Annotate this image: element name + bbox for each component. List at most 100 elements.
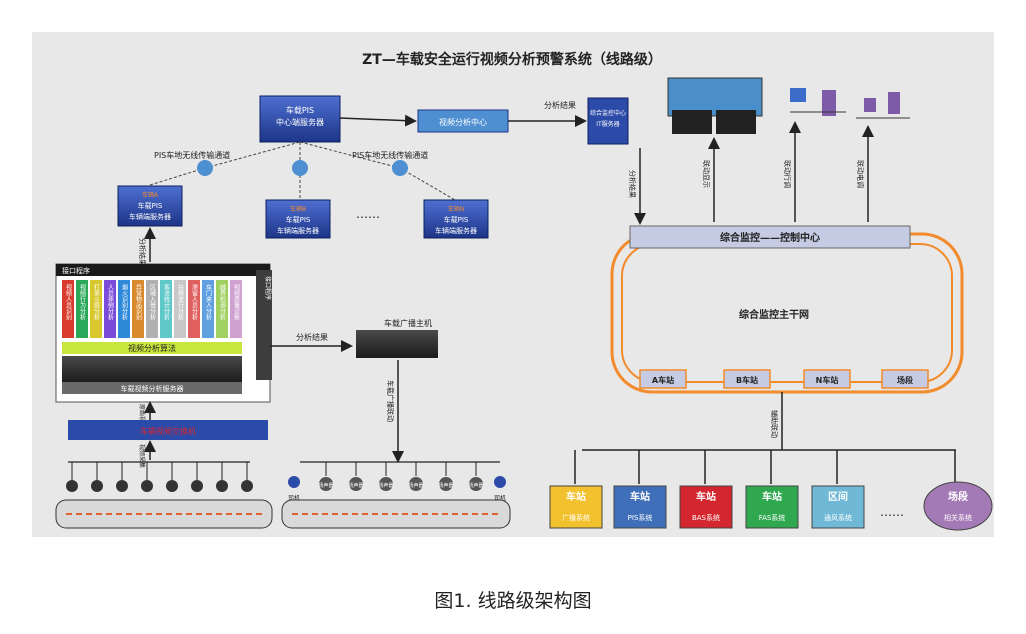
subsystem-bottom: PIS系统 bbox=[628, 513, 653, 522]
train-left bbox=[55, 499, 273, 529]
dispatch-workstation bbox=[790, 88, 846, 116]
video-analysis-center: 视频分析中心 bbox=[417, 109, 509, 133]
diagram-canvas: ZT—车载安全运行视频分析预警系统（线路级） 车载PIS 中心端服务器 视频分析… bbox=[32, 32, 994, 537]
algo-column: 视频质量诊断 bbox=[230, 280, 242, 338]
subsystem-top: 车站 bbox=[696, 490, 716, 503]
power-workstation bbox=[856, 92, 910, 119]
subsystem-ellipsis: …… bbox=[880, 505, 904, 519]
integrated-server-line1: 综合监控中心 bbox=[590, 109, 626, 117]
driver-left: 司机 bbox=[288, 476, 300, 502]
algo-column: 视频行为分析 bbox=[76, 280, 88, 338]
integrated-server-line2: IT服务器 bbox=[596, 120, 619, 128]
integrated-it-server: 综合监控中心 IT服务器 bbox=[587, 97, 629, 145]
svg-text:车辆端服务器: 车辆端服务器 bbox=[435, 226, 477, 235]
algo-column-label: 视频行为分析 bbox=[79, 283, 86, 321]
label-linkage-power: 联动电调 bbox=[856, 160, 865, 188]
speaker: 扬声器 bbox=[408, 462, 424, 491]
camera-icon bbox=[241, 480, 253, 492]
algo-column: 烟火识别分析 bbox=[118, 280, 130, 338]
speaker: 扬声器 bbox=[438, 462, 454, 491]
label-broadcast-analysis: 分析结果 bbox=[296, 332, 328, 342]
station-label: N车站 bbox=[816, 375, 839, 385]
algo-column-label: 滞留人员分析 bbox=[191, 283, 198, 321]
label-aux-linkage: 辅助联动 bbox=[770, 410, 779, 438]
backbone-label: 综合监控主干网 bbox=[739, 308, 809, 321]
svg-text:车辆端服务器: 车辆端服务器 bbox=[277, 226, 319, 235]
algo-column-label: 视频人员识别 bbox=[65, 283, 72, 321]
speaker-label: 扬声器 bbox=[468, 482, 483, 489]
algo-column-label: 视频质量诊断 bbox=[233, 283, 240, 321]
camera-icon bbox=[66, 480, 78, 492]
svg-text:司机: 司机 bbox=[494, 494, 506, 502]
train-b-server: 车辆B 车载PIS 车辆端服务器 bbox=[265, 199, 331, 239]
label-vehicle-analysis: 分析结果 bbox=[138, 238, 147, 266]
algo-column-label: 客流统计分析 bbox=[163, 283, 170, 321]
label-broadcast-main: 车载广播主机 bbox=[384, 318, 432, 328]
label-wireless-left: PIS车地无线传输通道 bbox=[154, 150, 230, 160]
subsystem-top: 车站 bbox=[762, 490, 782, 503]
station-label: B车站 bbox=[736, 375, 758, 385]
algo-column: 车门夹人分析 bbox=[202, 280, 214, 338]
speaker-label: 扬声器 bbox=[438, 482, 453, 489]
speaker-bus: 扬声器 扬声器 扬声器 扬声器 扬声器 扬声器 司机 司机 bbox=[288, 461, 506, 502]
label-broadcast-linkage: 车载广播联动 bbox=[386, 380, 395, 422]
subsystem-bottom: FAS系统 bbox=[759, 513, 786, 522]
diagram-title: ZT—车载安全运行视频分析预警系统（线路级） bbox=[362, 51, 662, 68]
figure-caption: 图1. 线路级架构图 bbox=[434, 590, 592, 612]
center-server-line1: 车载PIS bbox=[286, 105, 314, 115]
train-ellipsis: …… bbox=[356, 207, 380, 221]
subsystem-box: 车站 PIS系统 bbox=[613, 450, 667, 529]
label-video-algo: 视频分析算法 bbox=[128, 343, 176, 353]
algo-column-label: 打架斗殴分析 bbox=[93, 283, 100, 321]
vehicle-video-server-block: 接口程序 接口程序 视频人员识别视频行为分析打架斗殴分析人员摔倒分析烟火识别分析… bbox=[55, 263, 272, 403]
label-wireless-right: PIS车地无线传输通道 bbox=[352, 150, 428, 160]
train-a-server: 车辆A 车载PIS 车辆端服务器 bbox=[117, 185, 183, 227]
subsystem-top: 场段 bbox=[948, 490, 968, 503]
algo-column-label: 越界检测分析 bbox=[219, 283, 226, 321]
wireless-channels bbox=[149, 141, 456, 201]
algo-column: 扶梯逆行分析 bbox=[174, 280, 186, 338]
algo-column-label: 人员摔倒分析 bbox=[107, 284, 114, 321]
speaker-label: 扬声器 bbox=[408, 482, 423, 489]
subsystem-top: 区间 bbox=[828, 490, 848, 503]
algo-columns: 视频人员识别视频行为分析打架斗殴分析人员摔倒分析烟火识别分析异常物品识别区域入侵… bbox=[62, 280, 242, 338]
speaker: 扬声器 bbox=[318, 462, 334, 491]
label-raw-video: 原始视频 bbox=[138, 404, 146, 428]
speaker-label: 扬声器 bbox=[318, 482, 333, 489]
speaker-label: 扬声器 bbox=[348, 482, 363, 489]
speaker: 扬声器 bbox=[468, 462, 484, 491]
subsystem-bottom: 通风系统 bbox=[824, 513, 852, 522]
label-switch: 车辆视频交换机 bbox=[140, 426, 196, 436]
speaker: 扬声器 bbox=[378, 462, 394, 491]
svg-text:车载PIS: 车载PIS bbox=[138, 201, 163, 210]
camera-icon bbox=[166, 480, 178, 492]
driver-right: 司机 bbox=[494, 476, 506, 502]
control-center-label: 综合监控——控制中心 bbox=[720, 231, 820, 244]
svg-text:车载PIS: 车载PIS bbox=[286, 215, 311, 224]
svg-text:车辆N: 车辆N bbox=[448, 205, 465, 213]
algo-column: 打架斗殴分析 bbox=[90, 280, 102, 338]
label-linkage-dispatch: 联动行调 bbox=[783, 160, 792, 188]
svg-text:车辆端服务器: 车辆端服务器 bbox=[129, 212, 171, 221]
vehicle-switch: 车辆视频交换机 bbox=[68, 420, 268, 440]
broadcast-host: 车载广播主机 bbox=[356, 318, 438, 358]
train-n-server: 车辆N 车载PIS 车辆端服务器 bbox=[423, 199, 489, 239]
algo-column-label: 异常物品识别 bbox=[135, 284, 142, 321]
algo-column: 客流统计分析 bbox=[160, 280, 172, 338]
camera-icon bbox=[141, 480, 153, 492]
label-interface-program: 接口程序 bbox=[62, 266, 90, 275]
subsystem-top: 车站 bbox=[630, 490, 650, 503]
svg-text:司机: 司机 bbox=[288, 494, 300, 502]
station-box: N车站 bbox=[803, 369, 851, 389]
label-interface-right: 接口程序 bbox=[264, 276, 272, 300]
svg-text:车辆B: 车辆B bbox=[290, 205, 306, 213]
station-box: B车站 bbox=[723, 369, 771, 389]
speaker-label: 扬声器 bbox=[378, 482, 393, 489]
camera-icon bbox=[191, 480, 203, 492]
algo-column: 人员摔倒分析 bbox=[104, 280, 116, 338]
